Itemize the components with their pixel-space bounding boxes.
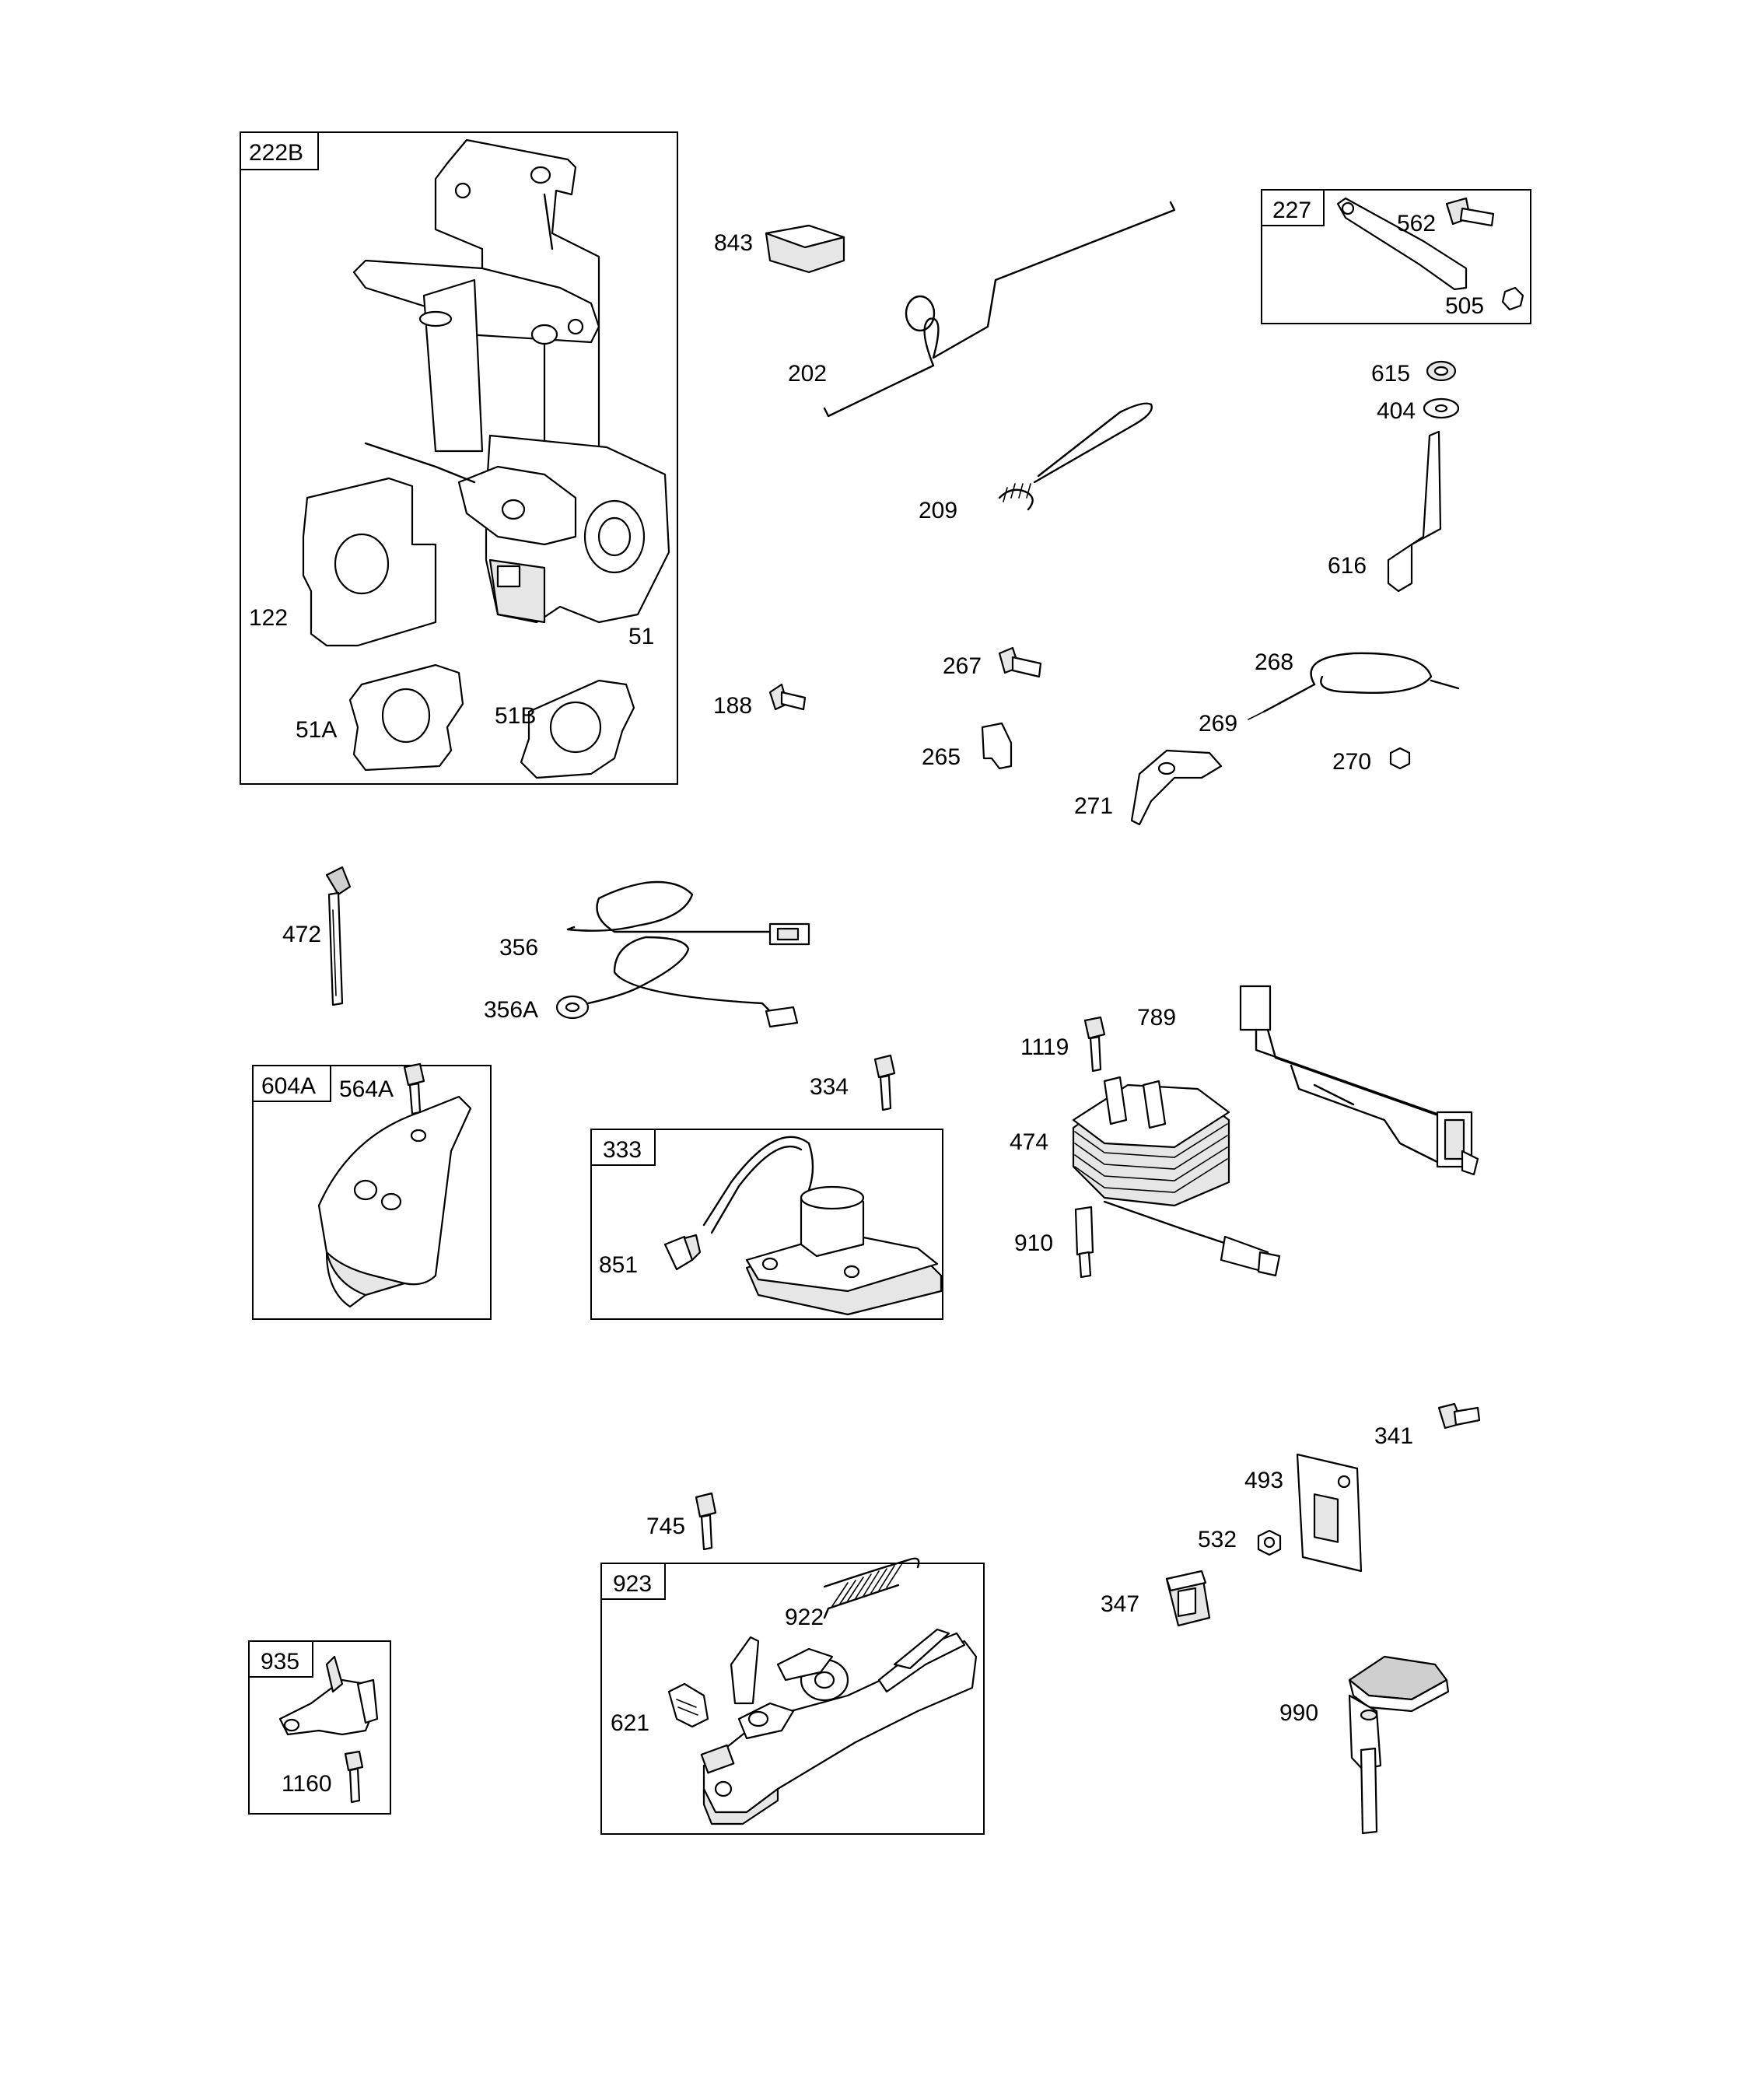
label-745: 745 — [646, 1514, 685, 1539]
shaft-616: 616 — [1328, 430, 1442, 593]
nut-270: 270 — [1332, 747, 1411, 775]
label-474: 474 — [1010, 1129, 1048, 1155]
screw-267: 267 — [943, 646, 1042, 679]
label-922: 922 — [785, 1605, 824, 1630]
label-188: 188 — [713, 693, 752, 719]
label-269: 269 — [1199, 711, 1237, 737]
label-122: 122 — [249, 605, 288, 631]
part-615: 615 — [1371, 360, 1457, 387]
gasket-51B-hole — [549, 701, 602, 754]
tag-227 — [1261, 189, 1325, 226]
gasket-122-hole — [334, 533, 390, 595]
assembly-935: 935 1160 — [248, 1640, 391, 1815]
part-269: 269 — [1199, 711, 1237, 737]
label-910: 910 — [1014, 1230, 1053, 1256]
label-621: 621 — [611, 1710, 649, 1736]
spring-209: 209 — [919, 402, 1153, 523]
tag-604A — [252, 1065, 331, 1102]
label-564A: 564A — [339, 1076, 394, 1102]
screw-341: 341 — [1374, 1402, 1481, 1449]
frame-604A — [252, 1065, 492, 1320]
label-505: 505 — [1445, 293, 1484, 319]
label-347: 347 — [1101, 1591, 1139, 1617]
nut-532: 532 — [1198, 1527, 1282, 1556]
screw-188: 188 — [713, 683, 807, 719]
label-271: 271 — [1074, 793, 1113, 819]
washer-404: 404 — [1377, 397, 1460, 424]
label-562: 562 — [1397, 211, 1436, 236]
dipstick-472: 472 — [282, 866, 352, 1006]
label-472: 472 — [282, 922, 321, 947]
label-51B: 51B — [495, 703, 536, 729]
part-843: 843 — [714, 224, 845, 274]
tag-222B — [240, 131, 319, 170]
box-label-333: 333 — [603, 1137, 642, 1163]
label-1119: 1119 — [1020, 1034, 1069, 1060]
harness-789: 789 — [1137, 985, 1479, 1176]
module-474: 474 — [1010, 1076, 1281, 1277]
box-label-227: 227 — [1272, 198, 1311, 223]
tag-923 — [600, 1563, 666, 1600]
spacer-910: 910 — [1014, 1206, 1094, 1279]
label-532: 532 — [1198, 1527, 1237, 1552]
governor-link-202: 202 — [788, 201, 1176, 418]
label-209: 209 — [919, 498, 957, 523]
label-843: 843 — [714, 230, 753, 256]
assembly-227: 227 562 505 — [1261, 189, 1531, 324]
label-341: 341 — [1374, 1423, 1413, 1449]
box-label-923: 923 — [613, 1571, 652, 1597]
assembly-222B: 222B 122 51 — [240, 131, 678, 785]
handle-990: 990 — [1279, 1655, 1450, 1835]
tag-935 — [248, 1640, 313, 1678]
label-334: 334 — [810, 1074, 849, 1100]
assembly-923: 923 922 621 — [600, 1557, 985, 1835]
bracket-51-drawing — [352, 138, 670, 624]
label-267: 267 — [943, 653, 982, 679]
frame-923 — [600, 1563, 985, 1835]
gasket-51A-hole — [381, 688, 431, 744]
switch-347: 347 — [1101, 1570, 1211, 1627]
frame-333 — [590, 1129, 943, 1320]
label-616: 616 — [1328, 553, 1367, 579]
label-268: 268 — [1255, 649, 1293, 675]
assembly-333: 333 851 — [590, 1129, 943, 1320]
screw-1119: 1119 — [1020, 1016, 1106, 1073]
label-789: 789 — [1137, 1005, 1176, 1031]
assembly-604A: 604A 564A — [252, 1062, 492, 1320]
label-851: 851 — [599, 1252, 638, 1278]
box-label-222B: 222B — [249, 140, 303, 166]
label-51A: 51A — [296, 717, 337, 743]
label-202: 202 — [788, 361, 827, 387]
bracket-271: 271 — [1074, 749, 1223, 826]
screw-334: 334 — [810, 1054, 896, 1111]
label-404: 404 — [1377, 398, 1416, 424]
screw-745: 745 — [646, 1492, 717, 1551]
label-1160: 1160 — [282, 1771, 332, 1797]
label-270: 270 — [1332, 749, 1371, 775]
box-label-935: 935 — [261, 1649, 299, 1675]
plate-493: 493 — [1244, 1453, 1363, 1573]
frame-227 — [1261, 189, 1531, 324]
label-615: 615 — [1371, 361, 1410, 387]
label-990: 990 — [1279, 1700, 1318, 1726]
label-265: 265 — [922, 744, 961, 770]
frame-935 — [248, 1640, 391, 1815]
tag-333 — [590, 1129, 656, 1166]
clip-265: 265 — [922, 722, 1013, 770]
label-51: 51 — [628, 624, 654, 649]
cable-268: 268 — [1248, 649, 1460, 720]
frame-222B — [240, 131, 678, 785]
label-356: 356 — [499, 935, 538, 961]
label-493: 493 — [1244, 1468, 1283, 1493]
wire-356: 356 — [499, 880, 810, 961]
wire-356A: 356A — [484, 936, 799, 1028]
label-356A: 356A — [484, 997, 538, 1023]
box-label-604A: 604A — [261, 1073, 316, 1099]
